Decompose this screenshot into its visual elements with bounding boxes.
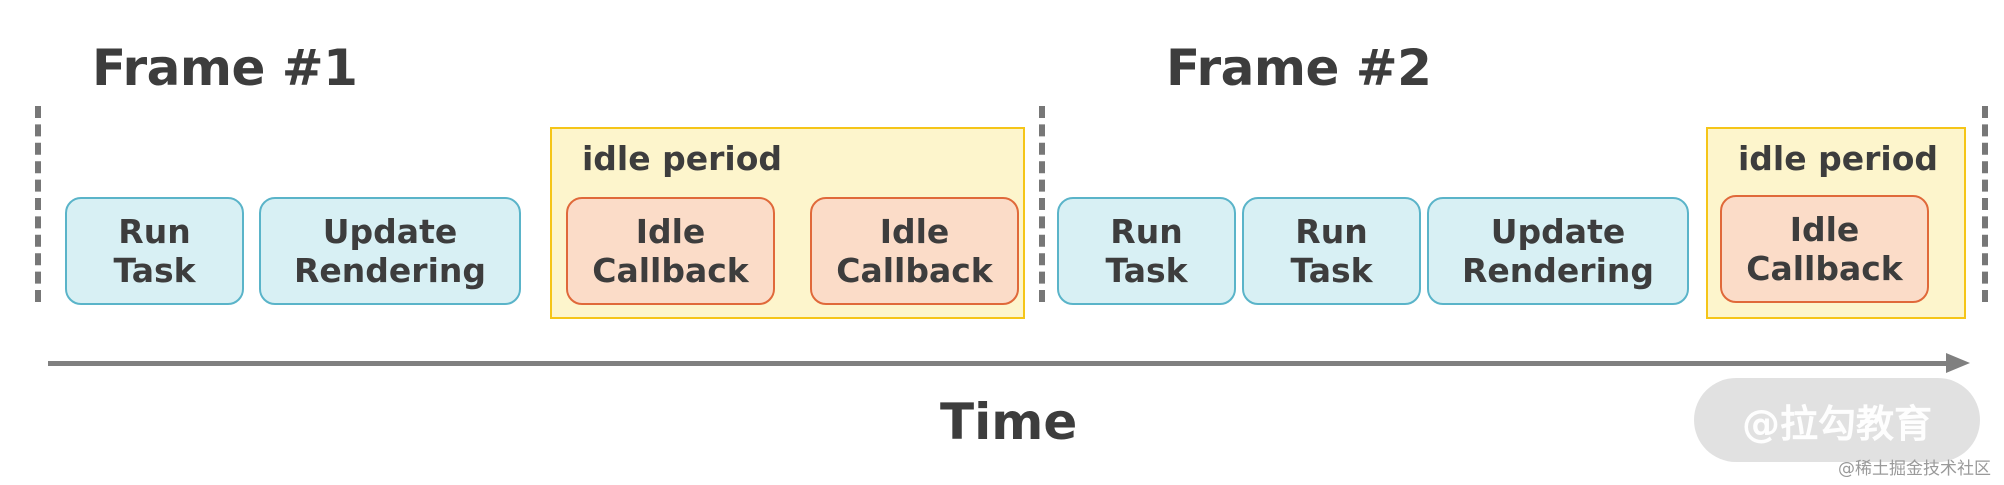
frame-1-title: Frame #1: [92, 39, 358, 97]
time-axis-line: [48, 361, 1948, 366]
idle-callback-box: Idle Callback: [566, 197, 775, 305]
time-axis-arrow: [48, 353, 1970, 373]
frame-divider-start: [35, 106, 41, 302]
arrow-head-icon: [1946, 353, 1970, 373]
run-task-box: Run Task: [65, 197, 244, 305]
brand-watermark: @拉勾教育: [1694, 378, 1980, 462]
frame-divider-end: [1982, 106, 1988, 302]
time-axis-label: Time: [940, 393, 1078, 451]
frame-divider-middle: [1039, 106, 1045, 302]
update-rendering-box: Update Rendering: [1427, 197, 1689, 305]
idle-period-label: idle period: [1738, 139, 1938, 178]
source-watermark: @稀土掘金技术社区: [1838, 459, 1991, 479]
update-rendering-box: Update Rendering: [259, 197, 521, 305]
idle-period-label: idle period: [582, 139, 782, 178]
frame-2-title: Frame #2: [1166, 39, 1432, 97]
run-task-box: Run Task: [1057, 197, 1236, 305]
idle-callback-box: Idle Callback: [810, 197, 1019, 305]
run-task-box: Run Task: [1242, 197, 1421, 305]
idle-callback-box: Idle Callback: [1720, 195, 1929, 303]
